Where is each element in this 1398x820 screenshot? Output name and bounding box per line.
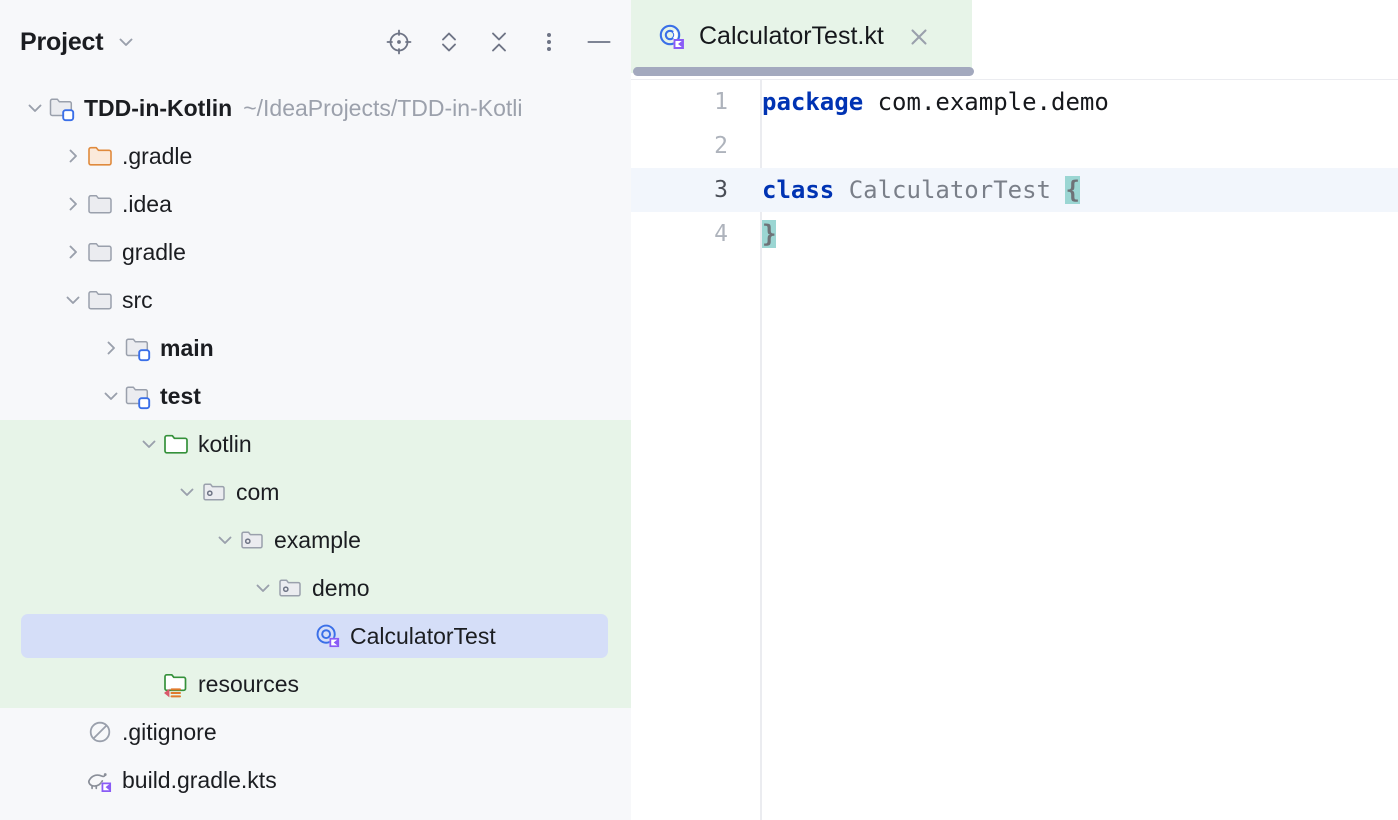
selected-row-highlight [21, 614, 608, 658]
code-line[interactable]: 3 class CalculatorTest { [631, 168, 1398, 212]
collapse-all-icon[interactable] [485, 28, 513, 56]
tree-row-label: example [274, 526, 361, 553]
expand-all-icon[interactable] [435, 28, 463, 56]
module-folder-icon [124, 334, 152, 362]
test-resources-folder-icon [162, 670, 190, 698]
module-folder-icon [124, 382, 152, 410]
tree-row-gitignore[interactable]: .gitignore [0, 708, 631, 756]
tree-row-src[interactable]: src [0, 276, 631, 324]
tool-window-actions [385, 28, 613, 56]
tree-row-tdd-in-kotlin[interactable]: TDD-in-Kotlin ~/IdeaProjects/TDD-in-Kotli [0, 84, 631, 132]
code-token: com.example.demo [863, 88, 1109, 116]
tree-row-label: .idea [122, 190, 172, 217]
tree-row-label: com [236, 478, 280, 505]
tree-row-label: kotlin [198, 430, 252, 457]
chevron-right-icon[interactable] [60, 143, 86, 169]
tree-row-gradle[interactable]: .gradle [0, 132, 631, 180]
folder-orange-icon [86, 142, 114, 170]
tree-row-main[interactable]: main [0, 324, 631, 372]
tree-row-resources[interactable]: resources [0, 660, 631, 708]
test-source-folder-icon [162, 430, 190, 458]
chevron-down-icon[interactable] [22, 95, 48, 121]
chevron-right-icon[interactable] [98, 335, 124, 361]
tree-row-label: main [160, 334, 214, 361]
tree-row-example[interactable]: example [0, 516, 631, 564]
code-token: CalculatorTest [848, 176, 1051, 204]
tree-row-idea[interactable]: .idea [0, 180, 631, 228]
code-token: { [1065, 176, 1080, 204]
chevron-right-icon[interactable] [60, 191, 86, 217]
chevron-down-icon[interactable] [115, 31, 137, 53]
chevron-down-icon[interactable] [250, 575, 276, 601]
active-tab-underline [633, 67, 974, 76]
tree-row-label: demo [312, 574, 370, 601]
package-icon [200, 478, 228, 506]
line-number: 1 [714, 89, 728, 115]
editor-tab-label: CalculatorTest.kt [699, 22, 884, 50]
tree-row-label: test [160, 382, 201, 409]
folder-icon [86, 190, 114, 218]
page-title: Project [20, 27, 104, 56]
tree-row-label: gradle [122, 238, 186, 265]
tree-row-calculatortest[interactable]: CalculatorTest [0, 612, 631, 660]
chevron-right-icon[interactable] [60, 239, 86, 265]
tree-row-test[interactable]: test [0, 372, 631, 420]
code-token: } [762, 220, 777, 248]
tree-row-build-gradle-kts[interactable]: build.gradle.kts [0, 756, 631, 804]
tree-row-label: TDD-in-Kotlin [84, 94, 233, 121]
tree-row-demo[interactable]: demo [0, 564, 631, 612]
tree-row-label: src [122, 286, 153, 313]
kotlin-class-icon [657, 22, 687, 52]
tree-row-kotlin[interactable]: kotlin [0, 420, 631, 468]
code-line[interactable]: 1 package com.example.demo [631, 80, 1398, 124]
close-icon[interactable] [904, 22, 934, 52]
module-folder-icon [48, 94, 76, 122]
line-number: 2 [714, 133, 728, 159]
code-line[interactable]: 2 [631, 124, 1398, 168]
editor-area: CalculatorTest.kt 1 package com.example.d… [631, 0, 1398, 820]
line-number: 4 [714, 221, 728, 247]
chevron-down-icon[interactable] [60, 287, 86, 313]
code-text: } [744, 220, 777, 248]
tree-row-label: .gitignore [122, 718, 217, 745]
chevron-down-icon[interactable] [174, 479, 200, 505]
chevron-down-icon[interactable] [136, 431, 162, 457]
tool-window-header: Project [0, 0, 631, 84]
tree-row-label: build.gradle.kts [122, 766, 277, 793]
line-number: 3 [714, 177, 728, 203]
code-token [1051, 176, 1065, 204]
test-source-root-region [0, 420, 631, 708]
tree-row-path: ~/IdeaProjects/TDD-in-Kotli [243, 94, 523, 121]
tree-row-label: CalculatorTest [350, 622, 496, 649]
code-token [834, 176, 848, 204]
code-line[interactable]: 4} [631, 212, 1398, 256]
tabbar-separator [631, 79, 1398, 80]
gradle-kts-icon [86, 766, 114, 794]
editor-tab-calculatortest[interactable]: CalculatorTest.kt [631, 0, 972, 73]
select-opened-file-icon[interactable] [385, 28, 413, 56]
package-icon [276, 574, 304, 602]
tree-row-com[interactable]: com [0, 468, 631, 516]
gitignore-icon [86, 718, 114, 746]
kotlin-class-icon [314, 622, 342, 650]
code-text: package com.example.demo [744, 88, 1109, 116]
project-tool-window: Project [0, 0, 631, 820]
folder-icon [86, 286, 114, 314]
code-text: class CalculatorTest { [744, 176, 1080, 204]
project-tree: TDD-in-Kotlin ~/IdeaProjects/TDD-in-Kotli… [0, 84, 631, 804]
package-icon [238, 526, 266, 554]
hide-icon[interactable] [585, 28, 613, 56]
editor-tabbar: CalculatorTest.kt [631, 0, 1398, 80]
chevron-down-icon[interactable] [212, 527, 238, 553]
tree-row-label: resources [198, 670, 299, 697]
tree-row-label: .gradle [122, 142, 193, 169]
chevron-down-icon[interactable] [98, 383, 124, 409]
code-token: package [762, 88, 864, 116]
tree-row-gradle[interactable]: gradle [0, 228, 631, 276]
folder-icon [86, 238, 114, 266]
code-editor[interactable]: 1 package com.example.demo 2 3 class Calcula… [631, 80, 1398, 820]
more-options-icon[interactable] [535, 28, 563, 56]
code-token: class [762, 176, 835, 204]
gutter-separator [760, 80, 762, 820]
